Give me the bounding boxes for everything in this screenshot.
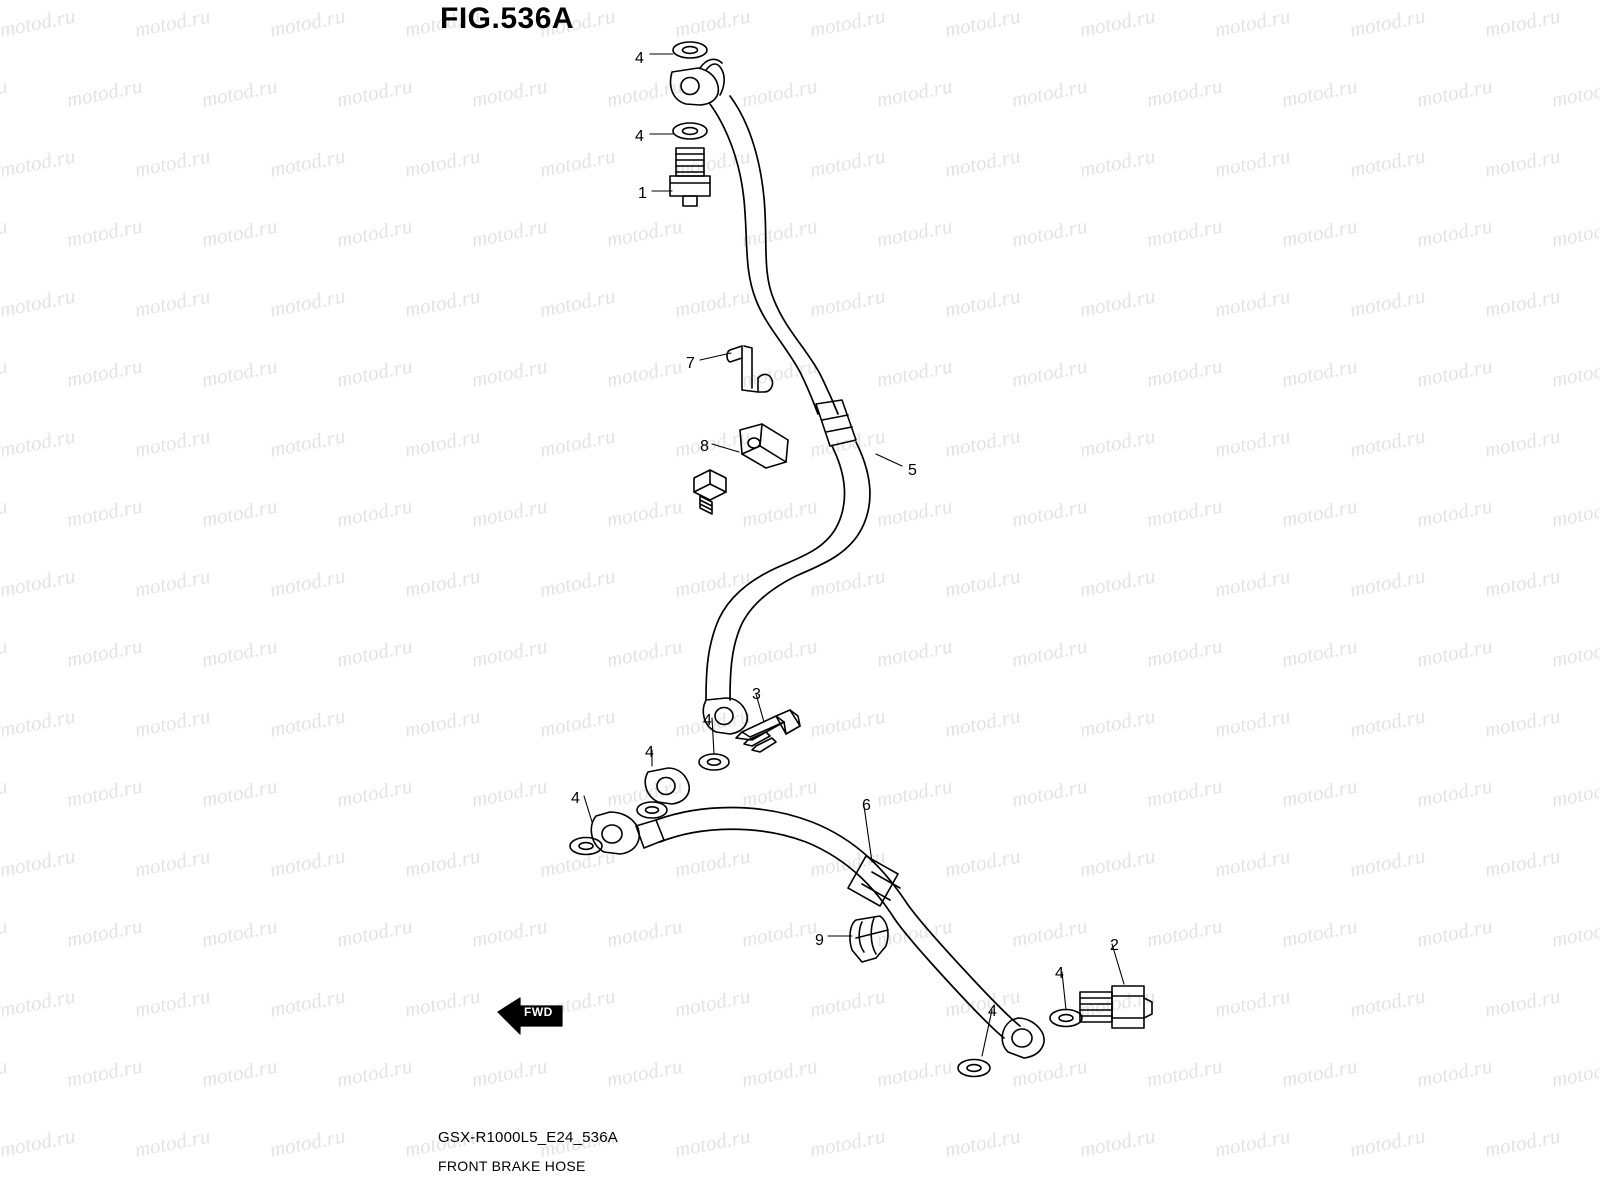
part-hose-clamp-lower [847, 855, 901, 907]
callout-number: 2 [1110, 937, 1119, 954]
part-union-bolt-1 [669, 147, 711, 207]
callout-number: 4 [571, 790, 580, 807]
part-washer-lower-right-upper [1049, 1008, 1083, 1028]
part-brake-hose-upper [709, 95, 839, 415]
callout-number: 4 [1055, 965, 1064, 982]
part-union-bolt-3 [735, 709, 801, 753]
part-hose-end-top [669, 58, 725, 106]
callout-number: 4 [635, 50, 644, 67]
callout-number: 4 [988, 1003, 997, 1020]
callout-number: 4 [703, 712, 712, 729]
callout-number: 8 [700, 438, 709, 455]
callout-leader-lines [583, 53, 1125, 1057]
part-bolt-8 [693, 469, 727, 515]
part-brake-hose-mid [705, 441, 871, 701]
callout-number: 1 [638, 185, 647, 202]
fwd-arrow [497, 997, 563, 1035]
footer-figure-name: FRONT BRAKE HOSE [438, 1158, 586, 1174]
callout-number: 5 [908, 462, 917, 479]
callout-number: 4 [635, 128, 644, 145]
callout-number: 6 [862, 797, 871, 814]
part-bracket-7 [726, 345, 789, 469]
part-hose-end-lower-left [702, 697, 748, 735]
part-brake-hose-lower [655, 806, 1021, 1039]
part-washer-lower-right-lower [957, 1058, 991, 1078]
footer-part-code: GSX-R1000L5_E24_536A [438, 1129, 618, 1146]
callout-number: 9 [815, 932, 824, 949]
callout-number: 3 [752, 686, 761, 703]
part-washer-mid [636, 801, 668, 819]
part-hose-clamp-upper [815, 399, 857, 447]
part-hose-end-elbow-mid [644, 767, 690, 805]
part-washer-at-union-3 [698, 753, 730, 771]
callout-number: 7 [686, 355, 695, 372]
part-clip-9 [849, 915, 889, 963]
part-hose-end-lower-right [1001, 1017, 1045, 1059]
callout-number: 4 [645, 744, 654, 761]
page-title: FIG.536A [440, 2, 575, 35]
part-washer-top [672, 41, 708, 59]
fwd-label: FWD [524, 1005, 553, 1019]
part-washer-far-left [569, 836, 603, 856]
part-washer-second [672, 122, 708, 140]
part-union-bolt-2 [1079, 985, 1153, 1029]
